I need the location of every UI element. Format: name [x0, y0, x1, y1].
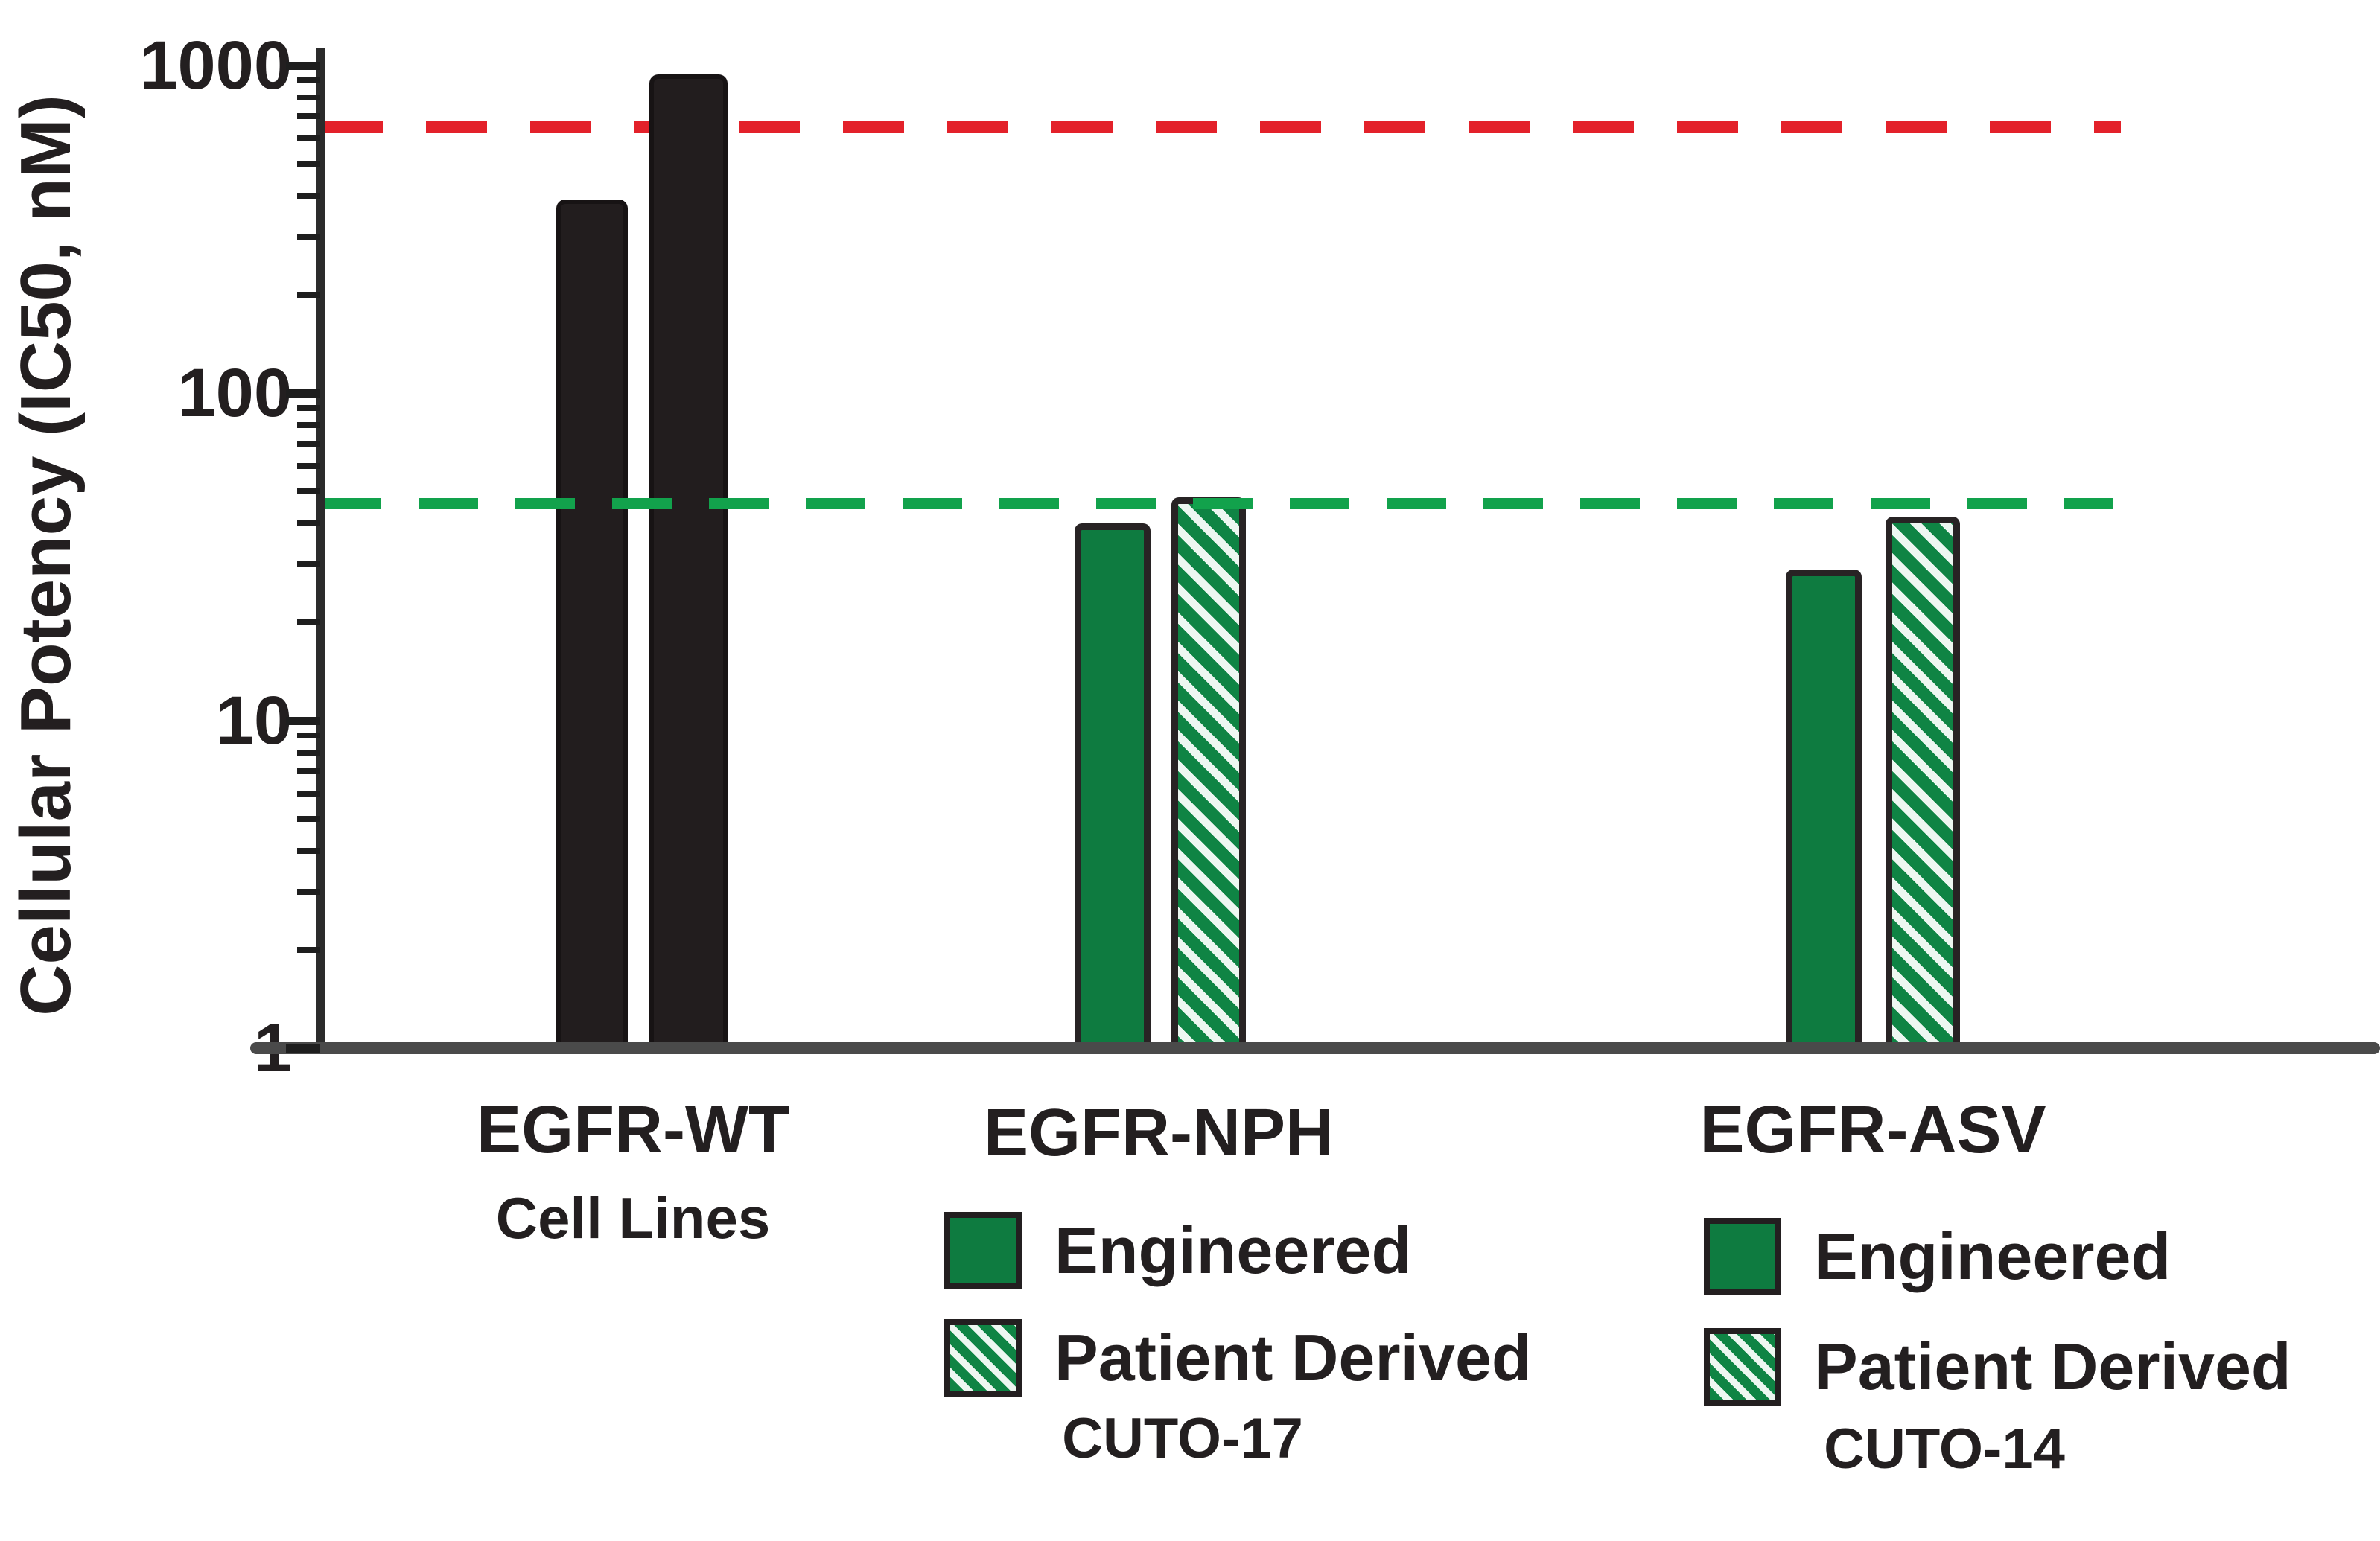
y-minor-tick-90: [297, 405, 320, 412]
y-major-tick-100: [286, 389, 320, 398]
legend-footnote-cuto-14: CUTO-14: [1824, 1417, 2065, 1481]
y-tick-label-1000: 1000: [139, 28, 292, 103]
y-minor-tick-600: [297, 135, 320, 141]
y-minor-tick-700: [297, 113, 320, 120]
y-minor-tick-80: [297, 421, 320, 428]
legend-item-label: Engineered: [1054, 1213, 1412, 1287]
bar-egfr-nph-engineered: [1075, 523, 1151, 1054]
y-axis-title: Cellular Potency (IC50, nM): [6, 95, 86, 1016]
legend-footnote-cuto-17: CUTO-17: [1062, 1407, 1303, 1470]
legend-item-engineered: Engineered: [944, 1212, 1411, 1289]
y-tick-label-10: 10: [215, 683, 292, 759]
x-label-egfr-wt: EGFR-WT: [477, 1093, 789, 1167]
refline-mutant-potency-threshold: [322, 497, 2113, 509]
legend-item-patient-derived: Patient Derived: [1704, 1328, 2291, 1406]
bar-egfr-nph-patient-derived: [1171, 497, 1246, 1054]
engineered-swatch-icon: [1704, 1218, 1781, 1295]
legend-item-engineered: Engineered: [1704, 1218, 2171, 1295]
bar-egfr-asv-patient-derived: [1886, 516, 1960, 1054]
y-minor-tick-70: [297, 441, 320, 447]
y-minor-tick-900: [297, 77, 320, 84]
y-minor-tick-300: [297, 234, 320, 240]
y-minor-tick-2: [297, 946, 320, 953]
bar-egfr-asv-engineered: [1786, 569, 1862, 1054]
y-minor-tick-7: [297, 768, 320, 775]
y-minor-tick-8: [297, 749, 320, 756]
legend-item-label: Patient Derived: [1054, 1321, 1532, 1394]
x-label-egfr-asv: EGFR-ASV: [1699, 1093, 2046, 1167]
x-sublabel-cell-lines: Cell Lines: [495, 1185, 771, 1251]
y-minor-tick-500: [297, 161, 320, 168]
y-minor-tick-200: [297, 291, 320, 298]
y-minor-tick-30: [297, 561, 320, 568]
y-minor-tick-60: [297, 462, 320, 469]
y-minor-tick-20: [297, 619, 320, 625]
refline-wt-potency-threshold: [322, 121, 2121, 133]
legend-item-label: Patient Derived: [1814, 1330, 2291, 1403]
y-minor-tick-50: [297, 488, 320, 495]
y-major-tick-1000: [286, 62, 320, 70]
legend-egfr-nph: Engineered Patient Derived CUTO-17: [944, 1212, 1659, 1525]
x-label-egfr-nph: EGFR-NPH: [984, 1096, 1334, 1170]
y-minor-tick-40: [297, 520, 320, 527]
y-minor-tick-3: [297, 889, 320, 896]
bar-egfr-wt-cell-line-1: [556, 199, 628, 1054]
legend-item-label: Engineered: [1814, 1219, 2171, 1293]
y-major-tick-10: [286, 717, 320, 725]
y-minor-tick-5: [297, 816, 320, 823]
y-major-tick-1: [286, 1044, 320, 1053]
patient-derived-swatch-icon: [1704, 1328, 1781, 1406]
y-minor-tick-800: [297, 94, 320, 100]
bar-egfr-wt-cell-line-2: [649, 74, 728, 1054]
y-minor-tick-9: [297, 733, 320, 739]
patient-derived-swatch-icon: [944, 1319, 1022, 1397]
y-minor-tick-6: [297, 790, 320, 797]
y-axis-line: [316, 48, 325, 1054]
y-minor-tick-4: [297, 848, 320, 855]
legend-egfr-asv: Engineered Patient Derived CUTO-14: [1704, 1218, 2380, 1531]
y-tick-label-100: 100: [177, 355, 293, 431]
engineered-swatch-icon: [944, 1212, 1022, 1289]
x-axis-line: [250, 1042, 2380, 1054]
legend-item-patient-derived: Patient Derived: [944, 1319, 1532, 1397]
y-minor-tick-400: [297, 193, 320, 200]
